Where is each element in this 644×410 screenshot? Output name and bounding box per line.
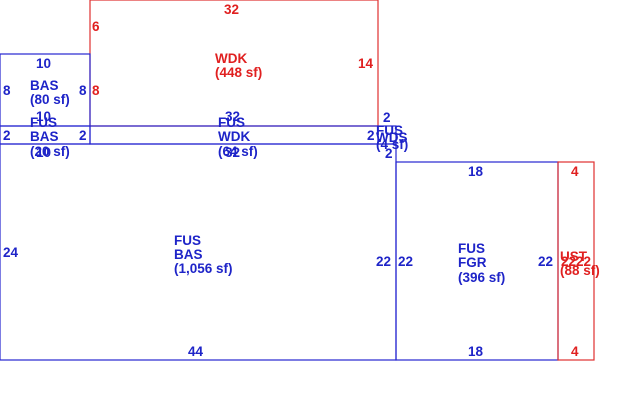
area-label-fus-bas-strip-sf: (20 sf) (30, 144, 70, 159)
dim-wds-top: 2 (383, 110, 391, 125)
area-label-fus-wdk-strip-2: WDK (218, 129, 250, 144)
dim-fgr-left: 22 (398, 254, 413, 269)
area-label-fus-bas-large-2: BAS (174, 247, 203, 262)
dim-fgr-right: 22 (538, 254, 553, 269)
dim-fgr-top: 18 (468, 164, 484, 179)
area-label-fus-bas-strip-1: FUS (30, 115, 57, 130)
dim-wdk-left: 6 (92, 19, 100, 34)
dim-main-right: 22 (376, 254, 391, 269)
dim-fgr-bottom: 18 (468, 344, 484, 359)
area-label-wdk-sf: (448 sf) (215, 65, 262, 80)
dim-wdk-right: 14 (358, 56, 374, 71)
area-label-fus-bas-strip-2: BAS (30, 129, 59, 144)
dim-ust-left: 22 (561, 254, 576, 269)
area-label-fus-wdk-strip-1: FUS (218, 115, 245, 130)
area-label-bas-small-1: BAS (30, 78, 59, 93)
dim-ust-right: 22 (576, 254, 591, 269)
dim-main-bottom: 44 (188, 344, 204, 359)
area-label-fus-wds-1: FUS (376, 123, 403, 138)
dim-bas-left: 8 (3, 83, 11, 98)
area-label-fus-wds-2: WDS (376, 130, 408, 145)
area-label-ust-sf: (88 sf) (560, 263, 600, 278)
dim-ust-bottom: 4 (571, 344, 579, 359)
area-label-fus-wds-sf: (4 sf) (376, 137, 408, 152)
area-label-wdk-1: WDK (215, 51, 247, 66)
dim-main-left: 24 (3, 245, 19, 260)
dim-bas-right: 8 (79, 83, 87, 98)
dim-strip-mid-bottom: 32 (225, 145, 240, 160)
dim-strip-left-bottom: 10 (36, 145, 51, 160)
ust-outline (557, 161, 595, 361)
area-label-fus-fgr-2: FGR (458, 255, 487, 270)
area-label-bas-small-sf: (80 sf) (30, 92, 70, 107)
area-label-fus-bas-large-sf: (1,056 sf) (174, 261, 233, 276)
dim-bas-top: 10 (36, 56, 51, 71)
area-label-fus-fgr-sf: (396 sf) (458, 270, 505, 285)
dim-strip-mid-r: 2 (367, 128, 375, 143)
dim-strip-mid-top: 32 (225, 109, 240, 124)
area-label-ust-1: UST (560, 249, 588, 264)
dim-strip-left-top: 10 (36, 109, 51, 124)
area-label-fus-fgr-1: FUS (458, 241, 485, 256)
dim-wdk-left-lower: 8 (92, 83, 100, 98)
dim-wdk-top: 32 (224, 2, 239, 17)
area-label-fus-bas-large-1: FUS (174, 233, 201, 248)
dim-wds-bottom: 2 (385, 146, 393, 161)
dim-ust-top: 4 (571, 164, 579, 179)
dim-strip-left-r: 2 (79, 128, 87, 143)
dim-strip-left-l: 2 (3, 128, 11, 143)
area-label-fus-wdk-strip-sf: (64 sf) (218, 144, 258, 159)
